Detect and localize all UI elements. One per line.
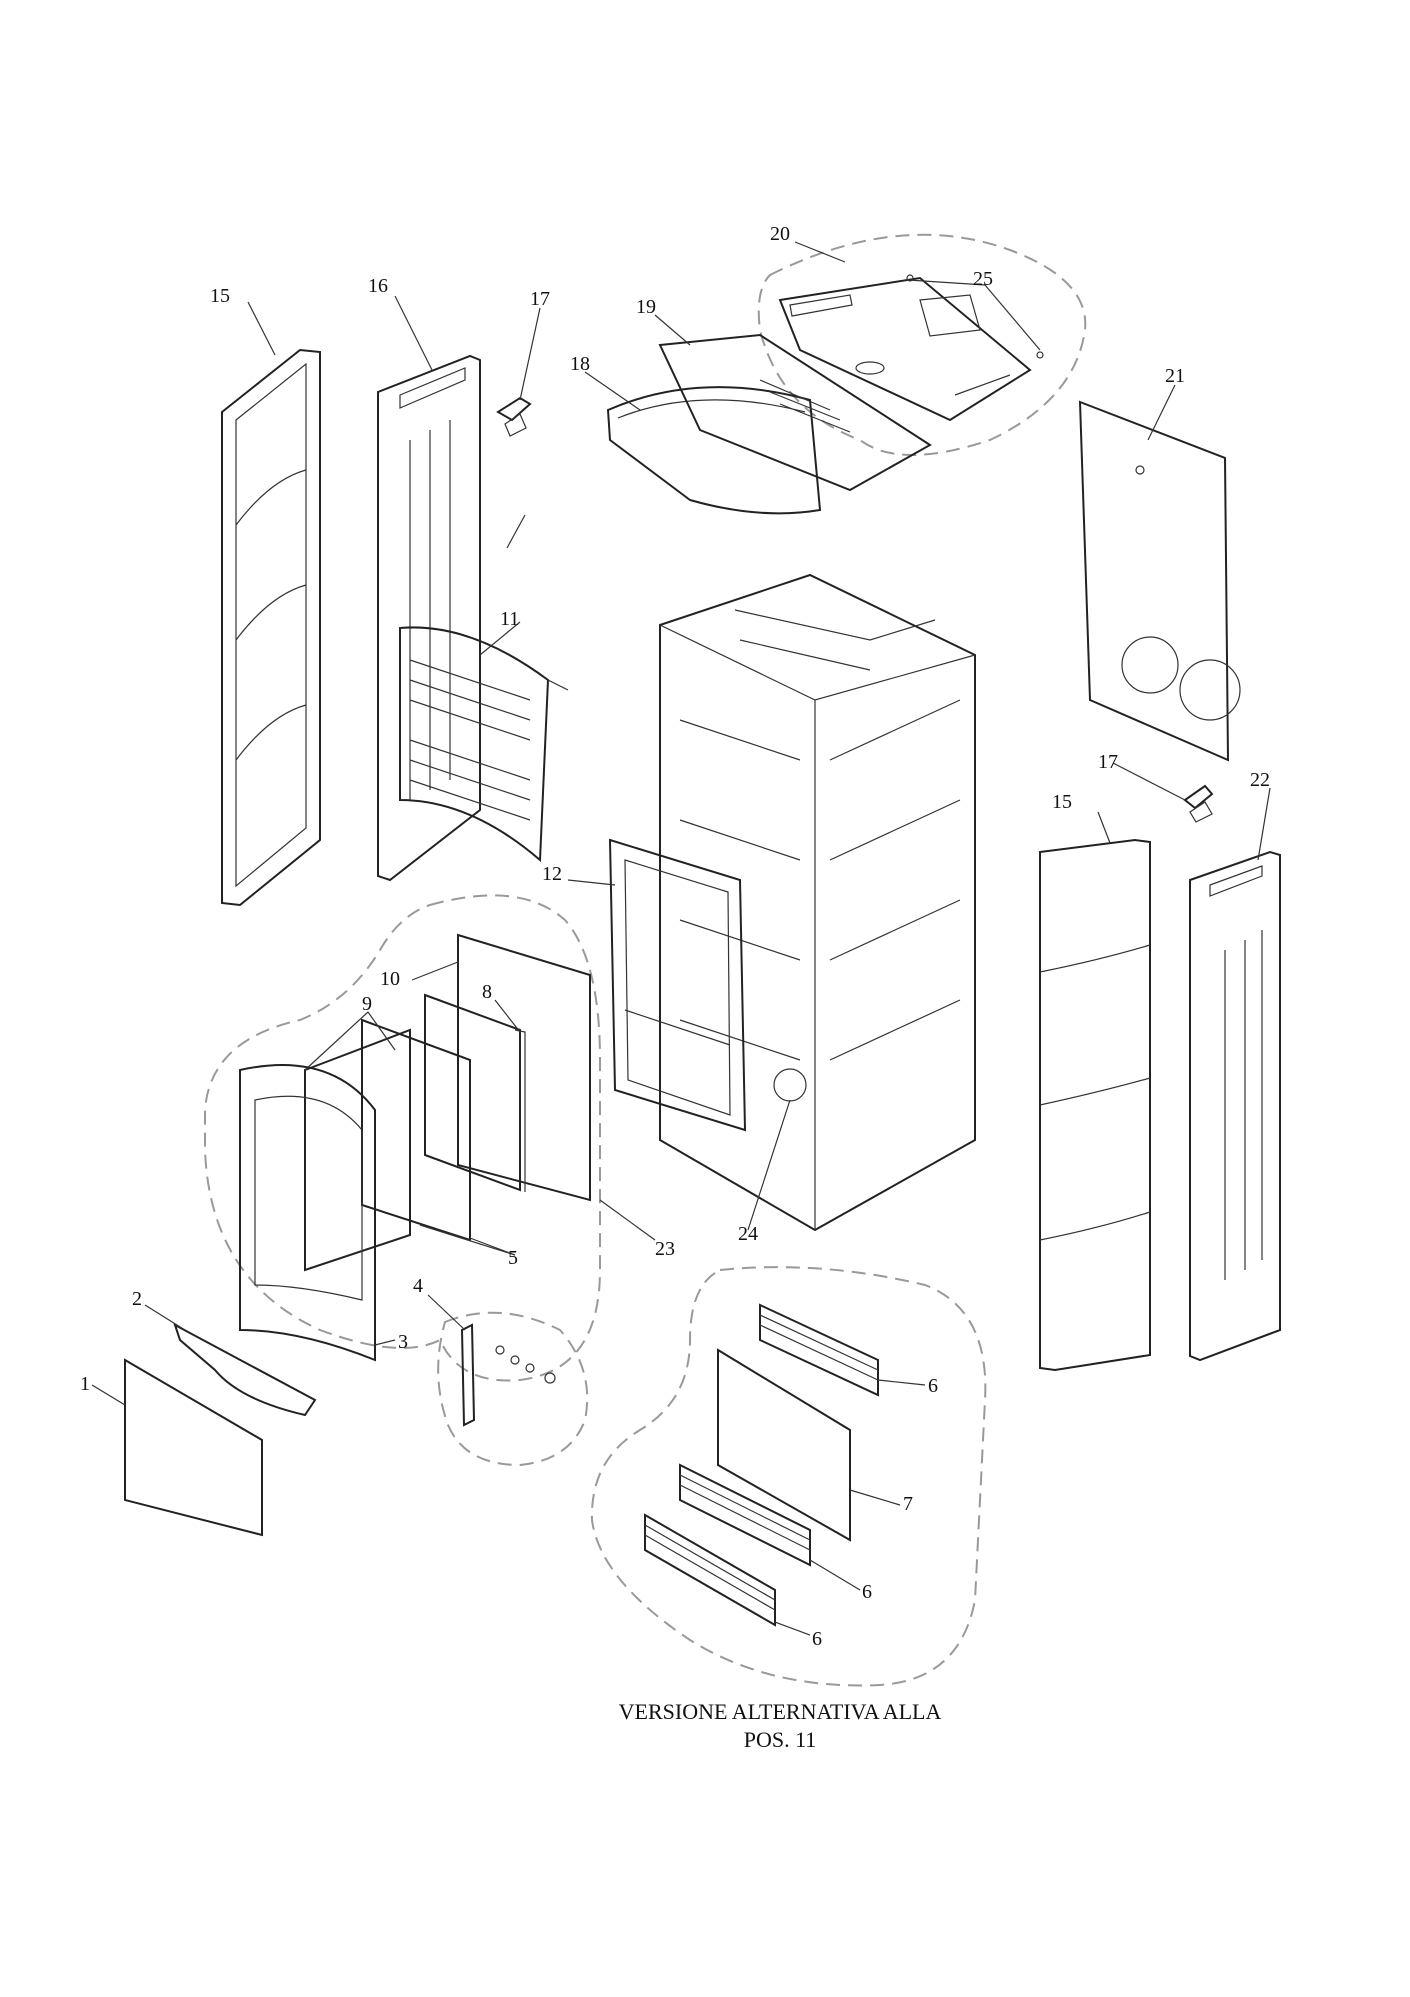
- part-6-grille-b: [679, 1463, 811, 1567]
- label-21: 21: [1165, 365, 1185, 387]
- label-3: 3: [398, 1331, 408, 1353]
- part-18-top-tray: [606, 386, 822, 515]
- label-8: 8: [482, 981, 492, 1003]
- label-1: 1: [80, 1373, 90, 1395]
- label-25: 25: [973, 268, 993, 290]
- label-20: 20: [770, 223, 790, 245]
- label-11: 11: [500, 608, 519, 630]
- label-7: 7: [903, 1493, 913, 1515]
- part-6-grille-a: [759, 1303, 879, 1397]
- part-17-hinge-right: [1183, 784, 1214, 823]
- part-20-top-plate: [778, 276, 1032, 422]
- label-22: 22: [1250, 769, 1270, 791]
- label-6-a: 6: [928, 1375, 938, 1397]
- part-7-front-panel: [717, 1348, 851, 1542]
- part-6-grille-c: [644, 1513, 776, 1627]
- caption-line-2: POS. 11: [743, 1727, 817, 1752]
- label-12: 12: [542, 863, 562, 885]
- part-1-ash-cover: [124, 1358, 263, 1537]
- part-8-side-brick: [424, 993, 526, 1192]
- group-6-7-outline: [590, 1266, 987, 1687]
- label-2: 2: [132, 1288, 142, 1310]
- label-18: 18: [570, 353, 590, 375]
- label-5: 5: [508, 1247, 518, 1269]
- label-9: 9: [362, 993, 372, 1015]
- group-20-outline: [757, 233, 1087, 456]
- part-21-rear-panel: [1078, 400, 1241, 762]
- label-4: 4: [413, 1275, 423, 1297]
- part-number-labels: 15 16 17 19 18 20 25 21 11 12 17 22 15 1…: [80, 223, 1270, 1650]
- label-6-c: 6: [812, 1628, 822, 1650]
- label-10: 10: [380, 968, 400, 990]
- part-15-left-frame: [221, 348, 321, 907]
- label-16: 16: [368, 275, 388, 297]
- part-24-component: [773, 1068, 807, 1102]
- label-6-b: 6: [862, 1581, 872, 1603]
- part-12-door-frame: [608, 838, 747, 1132]
- label-17-right: 17: [1098, 751, 1118, 773]
- label-15-left: 15: [210, 285, 230, 307]
- part-15-right-side: [1039, 838, 1151, 1372]
- label-17-top: 17: [530, 288, 550, 310]
- part-17-hinge-top: [496, 396, 532, 437]
- leader-lines: [91, 241, 1271, 1636]
- label-15-right: 15: [1052, 791, 1072, 813]
- part-16-side-panel: [377, 354, 481, 882]
- label-23: 23: [655, 1238, 675, 1260]
- group-4-outline: [437, 1311, 589, 1467]
- group-23-outline: [204, 894, 601, 1382]
- part-3-door: [239, 1064, 376, 1362]
- part-25-screws: [906, 274, 1044, 359]
- caption-line-1: VERSIONE ALTERNATIVA ALLA: [618, 1699, 942, 1724]
- alternative-version-caption: VERSIONE ALTERNATIVA ALLA POS. 11: [560, 1698, 1000, 1754]
- label-24: 24: [738, 1223, 758, 1245]
- label-19: 19: [636, 296, 656, 318]
- part-11-grille: [399, 626, 569, 863]
- part-22-right-side-panel: [1189, 850, 1281, 1362]
- part-2-deflector: [173, 1322, 317, 1417]
- part-4-handle-set: [460, 1323, 556, 1427]
- part-19-top-cover: [658, 333, 932, 492]
- part-10-back-plate: [457, 933, 591, 1202]
- stove-body: [659, 573, 976, 1232]
